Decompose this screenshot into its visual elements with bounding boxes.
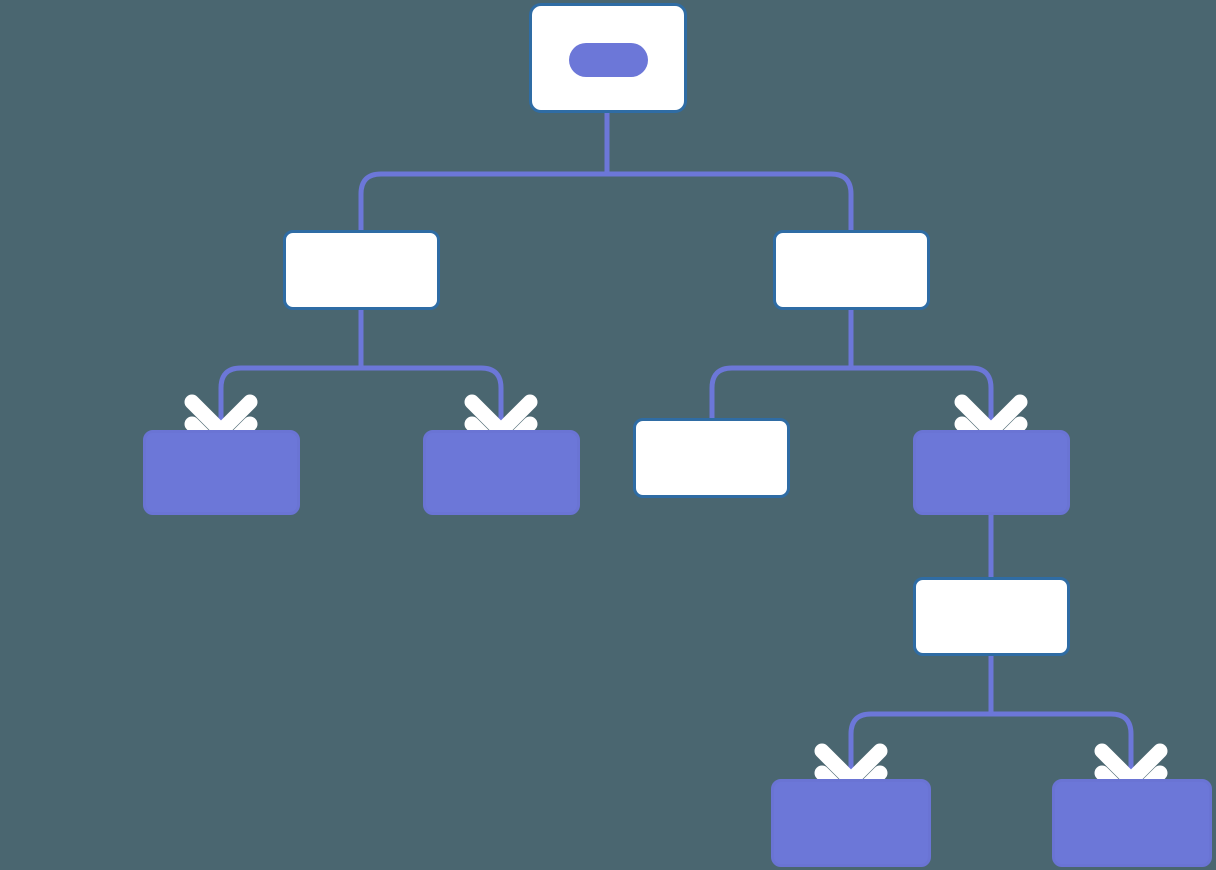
node-n-l1-a[interactable] (143, 430, 300, 515)
node-n-r2[interactable] (913, 577, 1070, 656)
edge-e-root-r1 (607, 171, 854, 230)
root-node-pill-icon (569, 43, 648, 77)
edge-e-r1-b (851, 365, 994, 430)
edge-e-r2-b (991, 711, 1134, 779)
node-n-l1-b[interactable] (423, 430, 580, 515)
node-root[interactable] (529, 3, 687, 113)
edge-e-r1-a (709, 365, 851, 418)
node-n-r2-b[interactable] (1052, 779, 1212, 867)
node-n-l1[interactable] (283, 230, 440, 310)
node-n-r2-a[interactable] (771, 779, 931, 867)
edge-e-l1-b (361, 365, 504, 430)
edge-e-l1-a (218, 365, 361, 430)
edge-e-r2-a (848, 711, 991, 779)
edge-e-root-l1 (358, 171, 607, 230)
node-n-r1-a[interactable] (633, 418, 790, 498)
node-n-r1[interactable] (773, 230, 930, 310)
node-n-r1-b[interactable] (913, 430, 1070, 515)
